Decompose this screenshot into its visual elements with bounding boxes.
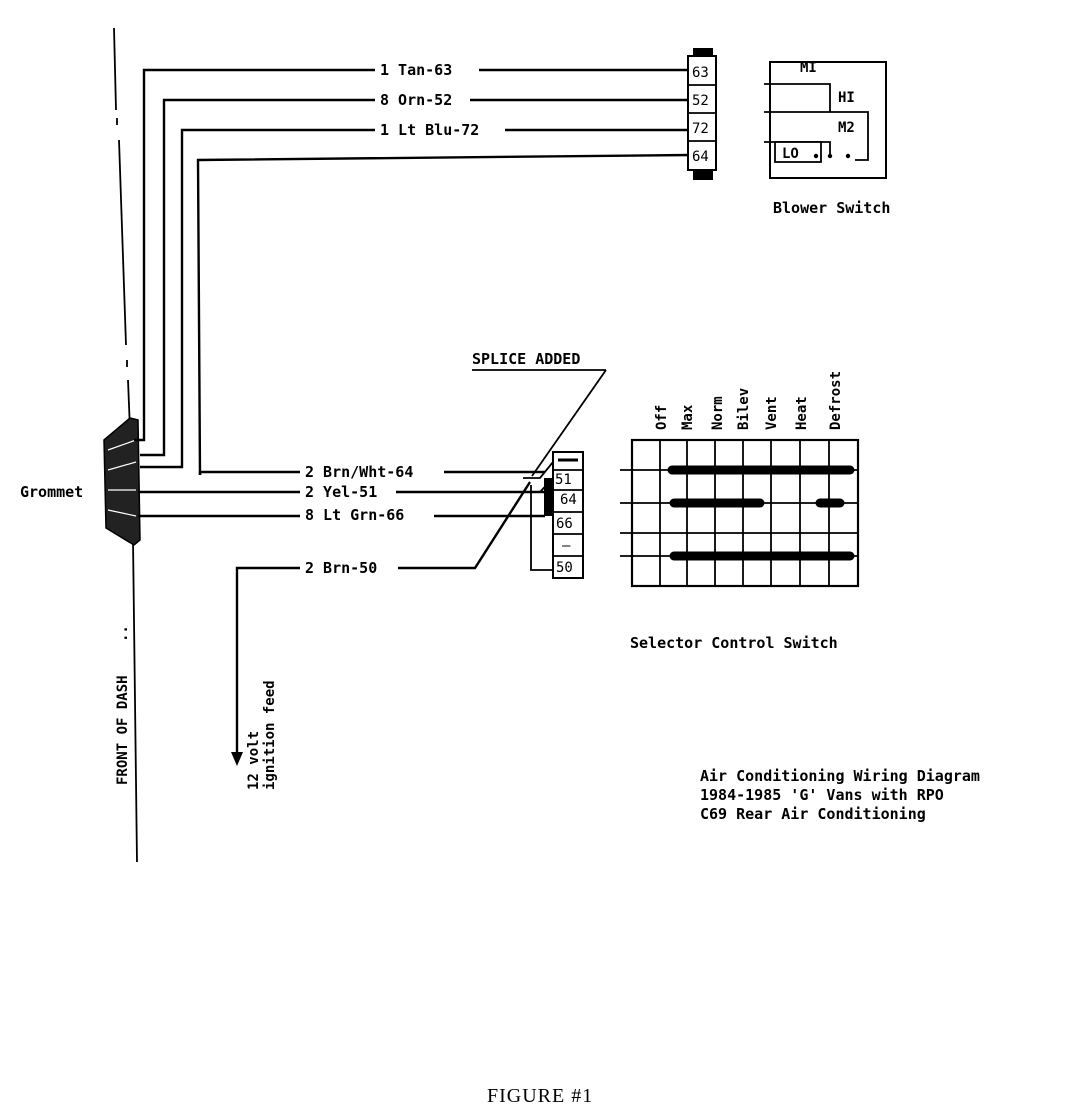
selector-switch-title: Selector Control Switch (630, 634, 838, 652)
wire-label-tan-63: 1 Tan-63 (380, 61, 452, 79)
splice-label: SPLICE ADDED (472, 350, 580, 368)
top-connector: 63 52 72 64 (687, 48, 717, 180)
selector-terminal-50: 50 (556, 560, 573, 576)
terminal-63: 63 (692, 65, 709, 81)
selector-position-off: Off (654, 405, 670, 430)
terminal-64: 64 (692, 149, 709, 165)
bottom-wire-labels: 2 Brn/Wht-64 2 Yel-51 8 Lt Grn-66 2 Brn-… (300, 462, 444, 578)
selector-position-defrost: Defrost (828, 371, 844, 430)
wire-label-brn-wht-64: 2 Brn/Wht-64 (305, 463, 413, 481)
selector-terminal-51: 51 (555, 472, 572, 488)
selector-position-bilev: Bilev (736, 388, 752, 430)
selector-switch-grid (620, 438, 860, 588)
blower-label-m2: M2 (838, 120, 855, 136)
wire-label-lt-grn-66: 8 Lt Grn-66 (305, 506, 404, 524)
ignition-arrow (231, 752, 243, 766)
selector-terminal-64: 64 (560, 492, 577, 508)
front-of-dash-label: FRONT OF DASH (115, 675, 131, 785)
selector-position-max: Max (680, 404, 696, 430)
selector-terminal-66: 66 (556, 516, 573, 532)
front-of-dash-dots: .. (115, 625, 131, 642)
wire-label-brn-50: 2 Brn-50 (305, 559, 377, 577)
selector-terminal-blank: – (562, 538, 571, 554)
selector-connector: 51 64 66 – 50 (552, 451, 584, 579)
grommet-label: Grommet (20, 483, 83, 501)
grommet (103, 417, 141, 546)
splice-leader (531, 369, 607, 477)
selector-position-norm: Norm (710, 396, 726, 430)
caption-line3: C69 Rear Air Conditioning (700, 805, 926, 823)
blower-label-hi: HI (838, 90, 855, 106)
caption-line2: 1984-1985 'G' Vans with RPO (700, 786, 944, 804)
selector-positions: Off Max Norm Bilev Vent Heat Defrost (654, 371, 844, 430)
top-wire-labels: 1 Tan-63 8 Orn-52 1 Lt Blu-72 (375, 58, 505, 140)
terminal-72: 72 (692, 121, 709, 137)
caption-line1: Air Conditioning Wiring Diagram (700, 767, 980, 785)
blower-label-lo: LO (782, 146, 799, 162)
figure-label: FIGURE #1 (487, 1085, 593, 1107)
ignition-feed-line2: ignition feed (262, 680, 278, 790)
terminal-52: 52 (692, 93, 709, 109)
blower-switch-title: Blower Switch (773, 199, 890, 217)
selector-position-vent: Vent (764, 396, 780, 430)
selector-position-heat: Heat (794, 396, 810, 430)
blower-label-mi: MI (800, 60, 817, 76)
caption: Air Conditioning Wiring Diagram 1984-198… (700, 767, 980, 823)
wire-label-orn-52: 8 Orn-52 (380, 91, 452, 109)
wire-label-yel-51: 2 Yel-51 (305, 483, 377, 501)
ignition-feed-line1: 12 volt (246, 731, 262, 790)
blower-switch: MI HI M2 LO (764, 60, 887, 179)
wire-label-lt-blu-72: 1 Lt Blu-72 (380, 121, 479, 139)
